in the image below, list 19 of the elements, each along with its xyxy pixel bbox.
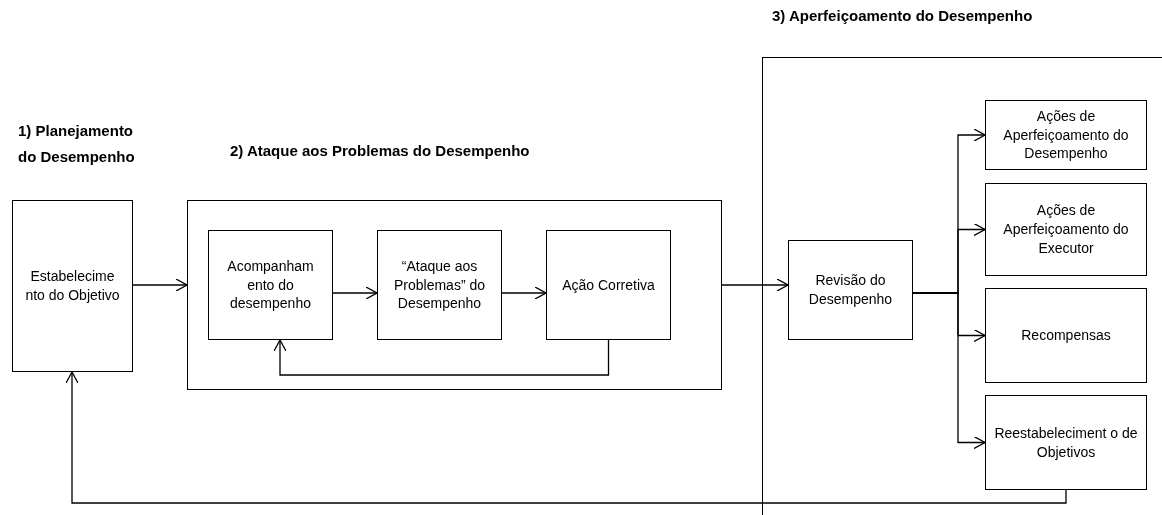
arrow [721, 278, 789, 292]
section-heading: 1) Planejamento do Desempenho [18, 121, 136, 168]
process-box: Acompanham ento do desempenho [208, 230, 333, 340]
process-box: “Ataque aos Problemas” do Desempenho [377, 230, 502, 340]
process-box: Ações de Aperfeiçoamento do Desempenho [985, 100, 1147, 170]
process-box: Estabelecime nto do Objetivo [12, 200, 133, 372]
arrow [912, 292, 986, 450]
group-heading: 2) Ataque aos Problemas do Desempenho [230, 142, 530, 159]
process-box: Ações de Aperfeiçoamento do Executor [985, 183, 1147, 276]
process-box: Reestabeleciment o de Objetivos [985, 395, 1147, 490]
arrow [332, 286, 378, 300]
process-box: Revisão do Desempenho [788, 240, 913, 340]
arrow [132, 278, 188, 292]
process-box: Recompensas [985, 288, 1147, 383]
process-box: Ação Corretiva [546, 230, 671, 340]
group-heading: 3) Aperfeiçoamento do Desempenho [772, 7, 1033, 24]
arrow [65, 371, 1067, 504]
arrow [273, 339, 610, 376]
arrow [501, 286, 547, 300]
